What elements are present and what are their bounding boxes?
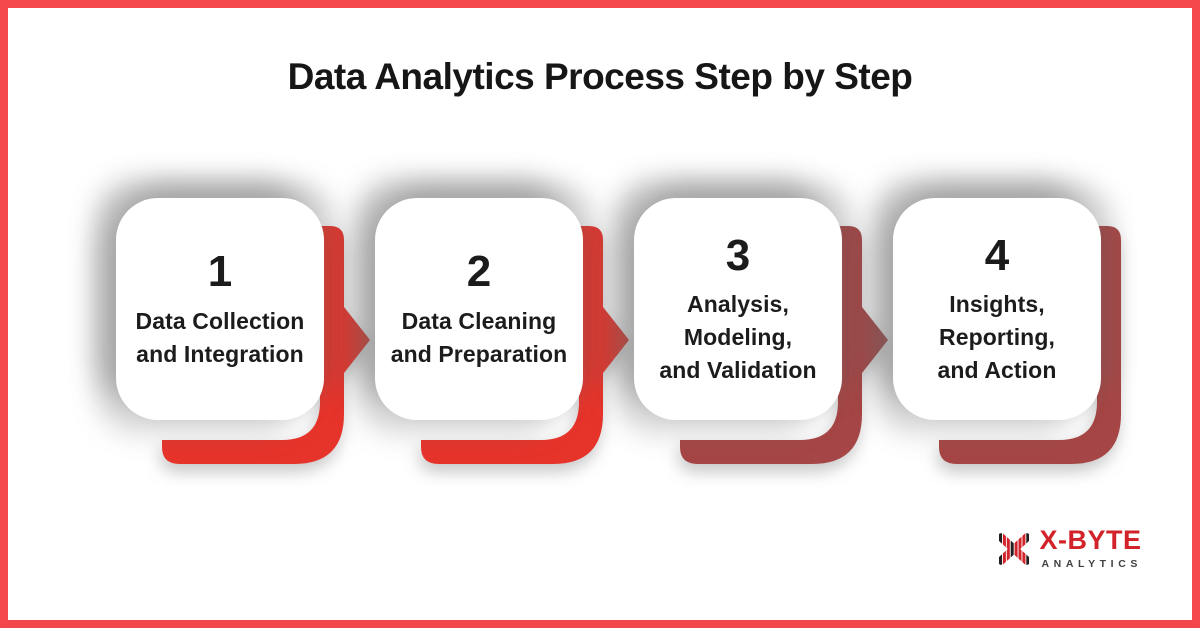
step-4-connector-shape: [939, 226, 1121, 464]
step-number: 4: [984, 230, 1010, 280]
logo-text-block: X-BYTE ANALYTICS: [1039, 525, 1142, 571]
step-label: Insights,Reporting,and Action: [937, 291, 1057, 384]
step-1-accent-path: [162, 226, 370, 464]
step-4: 4 Insights,Reporting,and Action: [893, 198, 1121, 468]
xbyte-logo: X-BYTE ANALYTICS: [999, 527, 1142, 570]
x-byte-mark-icon: [999, 532, 1030, 565]
step-2-accent-path: [421, 226, 629, 464]
step-number: 3: [725, 230, 751, 280]
step-card: 3 Analysis,Modeling,and Validation: [634, 198, 842, 420]
step-number: 2: [466, 247, 492, 297]
step-3: 3 Analysis,Modeling,and Validation: [634, 198, 888, 468]
step-number: 1: [207, 247, 233, 297]
step-card: 4 Insights,Reporting,and Action: [893, 198, 1101, 420]
step-4-accent-path: [939, 226, 1121, 464]
step-label: Analysis,Modeling,and Validation: [659, 291, 817, 384]
page-title: Data Analytics Process Step by Step: [287, 56, 913, 97]
x-stripes-group: [999, 532, 1030, 565]
logo-brand-name: X-BYTE: [1039, 525, 1142, 555]
step-2-connector-arrow-shape: [421, 226, 629, 464]
step-3-connector-arrow-shape: [680, 226, 888, 464]
step-3-accent-path: [680, 226, 888, 464]
step-1-connector-arrow-shape: [162, 226, 370, 464]
logo-sub-name: ANALYTICS: [1041, 558, 1142, 570]
